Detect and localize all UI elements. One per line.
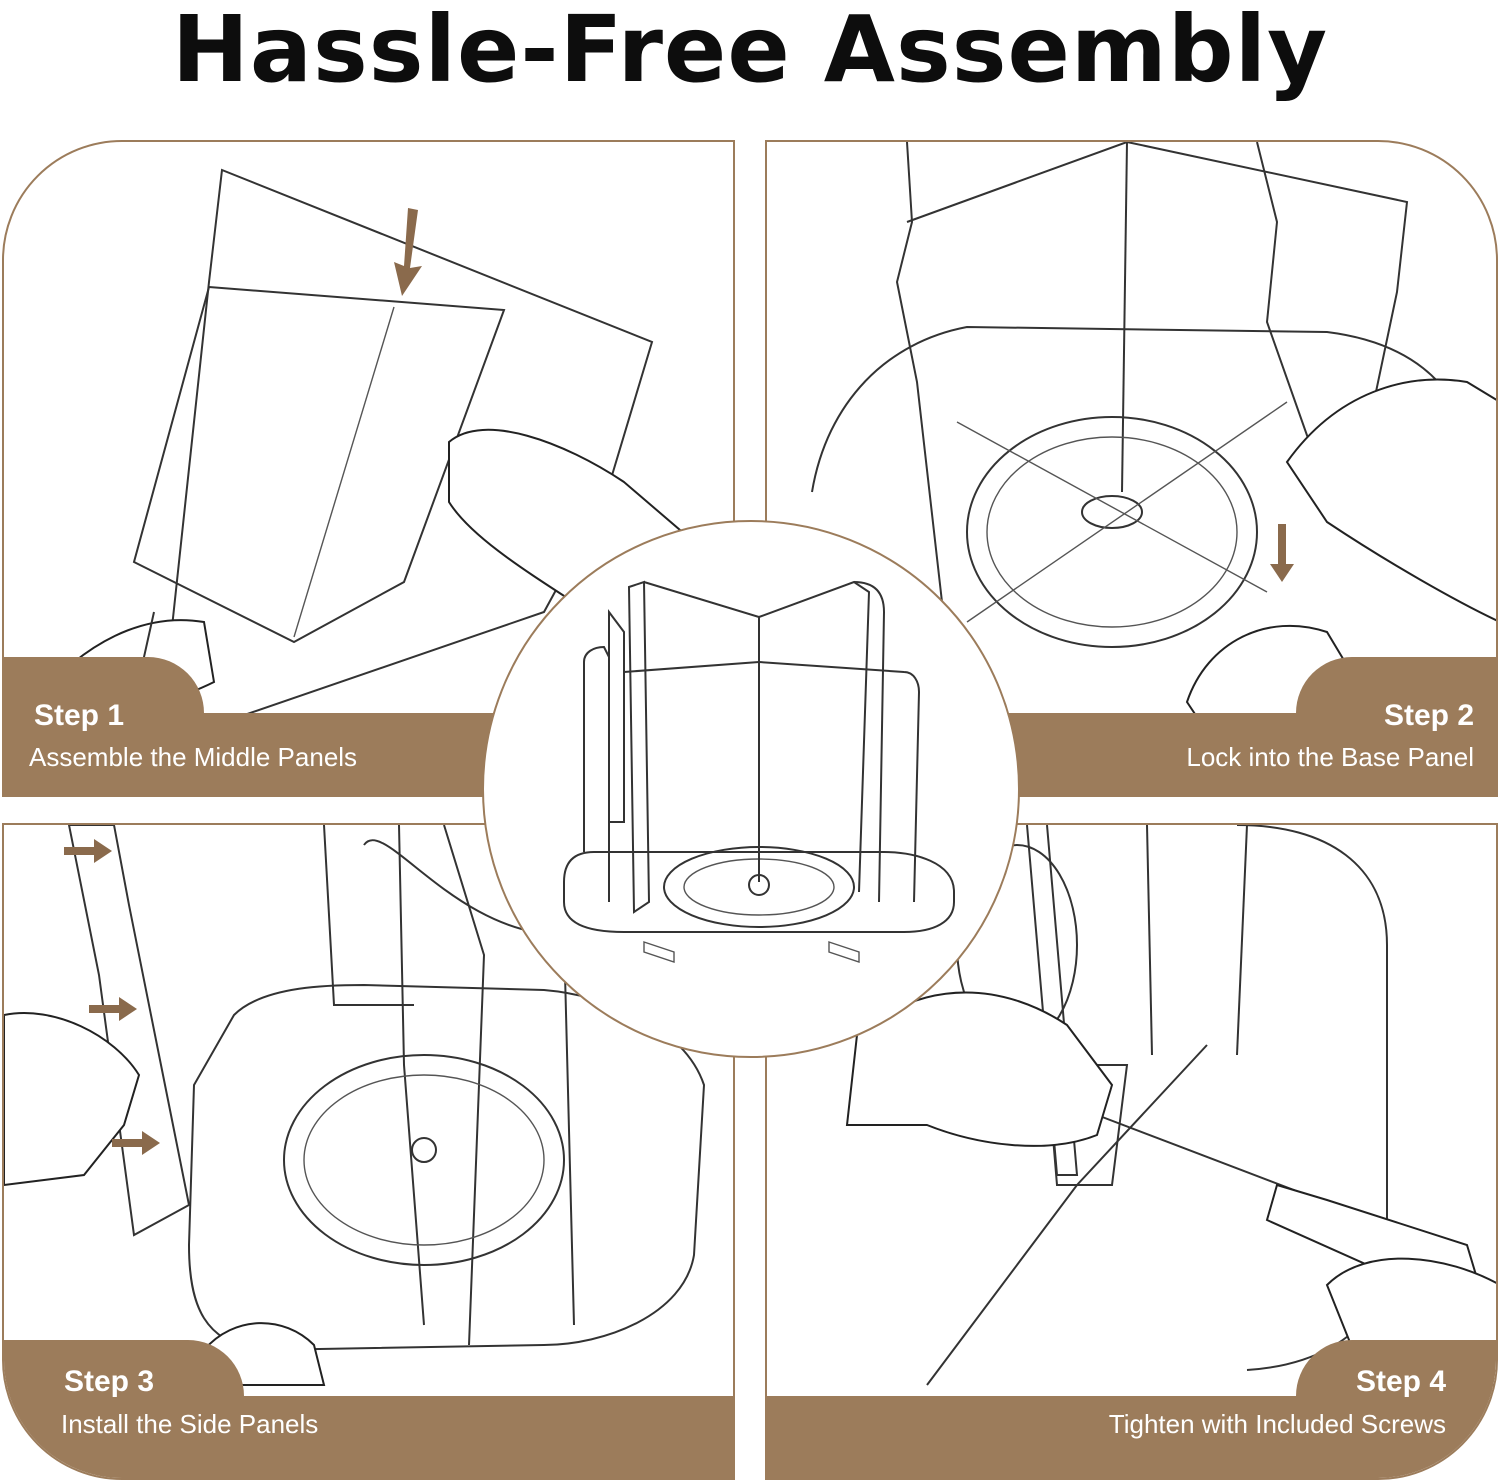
step-3-caption: Install the Side Panels (61, 1409, 319, 1439)
step-1-label: Step 1 (34, 699, 125, 732)
step-2-caption: Lock into the Base Panel (1186, 742, 1474, 772)
arrow-right-icon (112, 1131, 160, 1155)
step-3-band (4, 1396, 733, 1478)
step-3-label: Step 3 (64, 1365, 155, 1398)
step-4-band (767, 1396, 1496, 1478)
arrow-right-icon (89, 997, 137, 1021)
arrow-down-icon (394, 208, 422, 296)
step-1-tab (4, 657, 204, 713)
assembled-product-illustration (563, 580, 955, 963)
step-3-panel: Step 3 Install the Side Panels (2, 823, 735, 1480)
step-1-panel: Step 1 Assemble the Middle Panels (2, 140, 735, 797)
step-4-label: Step 4 (1355, 1365, 1446, 1398)
step-3-tab (4, 1340, 244, 1396)
arrow-down-icon (1270, 524, 1294, 582)
step-4-caption: Tighten with Included Screws (1108, 1409, 1446, 1439)
step-4-tab (1296, 1340, 1496, 1396)
page-title: Hassle-Free Assembly (171, 0, 1329, 103)
arrow-right-icon (64, 839, 112, 863)
step-2-label: Step 2 (1383, 699, 1474, 732)
step-2-tab (1296, 657, 1496, 713)
assembled-product-circle (482, 520, 1020, 1058)
step-1-caption: Assemble the Middle Panels (29, 742, 358, 772)
